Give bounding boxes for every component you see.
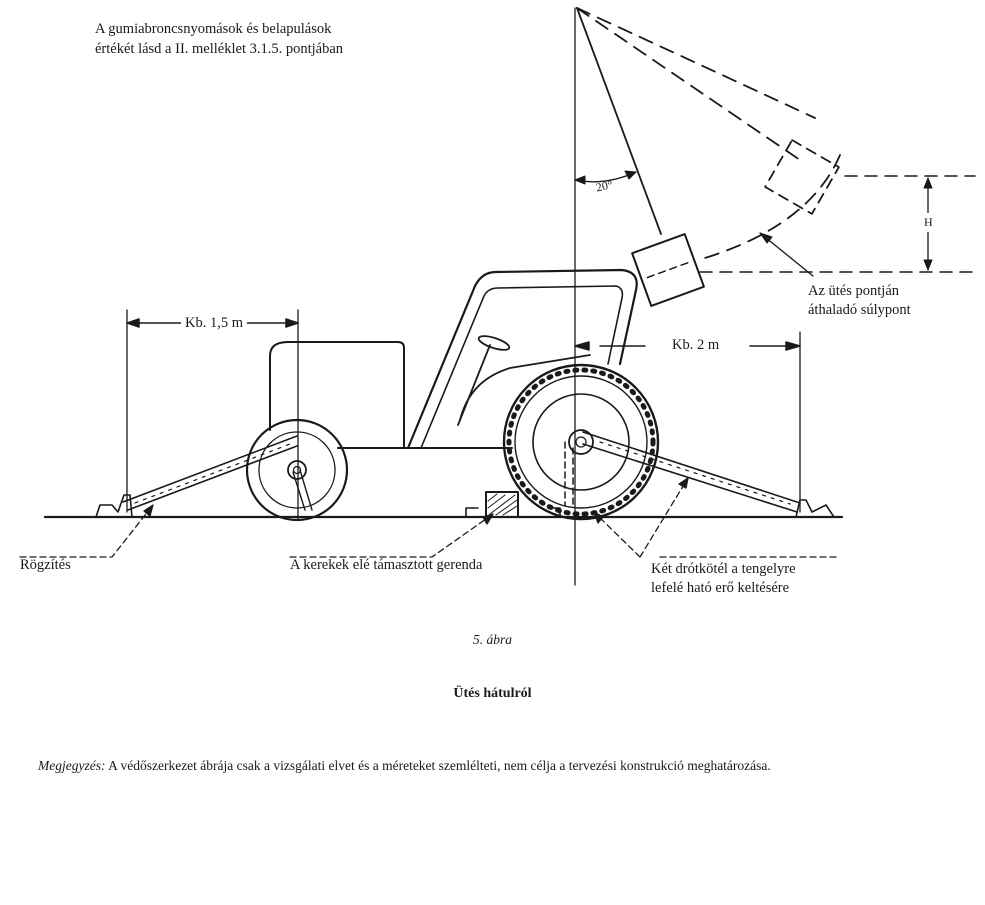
rear-dimension-label: Kb. 2 m xyxy=(672,337,720,353)
beam-leader xyxy=(289,513,494,558)
figure-number: 5. ábra xyxy=(472,632,512,647)
front-anchor xyxy=(95,494,133,518)
front-dimension-label: Kb. 1,5 m xyxy=(181,314,247,333)
rear-fender xyxy=(459,354,591,421)
wheel-beam xyxy=(485,491,519,518)
pendulum-raised-block xyxy=(764,139,840,215)
beam-label: A kerekek elé támasztott gerenda xyxy=(290,557,483,573)
angle-label: 20° xyxy=(594,177,614,195)
anchor-label: Rögzítés xyxy=(20,557,71,573)
front-axle-strut xyxy=(292,469,313,511)
tractor-hood xyxy=(269,341,405,449)
rear-dimension-arrows xyxy=(574,341,801,351)
note-text: A védőszerkezet ábrája csak a vizsgálati… xyxy=(105,758,771,773)
pendulum-arm xyxy=(576,7,662,235)
pivot-label-line2: áthaladó súlypont xyxy=(808,302,911,318)
pendulum-swing-arc xyxy=(576,7,841,259)
rops-frame xyxy=(406,268,638,450)
front-wheel xyxy=(245,418,349,522)
tractor-rear-impact-diagram xyxy=(19,7,976,586)
pendulum-block xyxy=(631,233,705,307)
front-cable xyxy=(122,435,298,511)
pendulum-raised-arm xyxy=(576,7,801,161)
note-label: Megjegyzés: xyxy=(38,758,106,773)
pivot-label-line1: Az ütés pontján xyxy=(808,283,900,299)
cables-label-line2: lefelé ható erő keltésére xyxy=(651,580,790,596)
rear-cable xyxy=(582,431,801,513)
rear-axle-strut xyxy=(564,441,574,507)
rops-inner xyxy=(420,285,624,449)
rear-wheel-chock xyxy=(465,507,561,518)
rear-wheel xyxy=(502,363,660,521)
figure-title: Ütés hátulról xyxy=(453,686,532,701)
cables-label-line1: Két drótkötél a tengelyre xyxy=(651,561,796,577)
anchor-leader xyxy=(19,504,154,558)
tire-pressure-note-line2: értékét lásd a II. melléklet 3.1.5. pont… xyxy=(95,41,344,57)
figure-note: Megjegyzés: A védőszerkezet ábrája csak … xyxy=(38,758,771,774)
cables-leader xyxy=(593,477,841,558)
tire-pressure-note-line1: A gumiabroncsnyomások és belapulások xyxy=(95,21,332,37)
steering-wheel xyxy=(477,335,511,351)
rear-anchor xyxy=(795,499,835,518)
height-label: H xyxy=(924,213,933,232)
